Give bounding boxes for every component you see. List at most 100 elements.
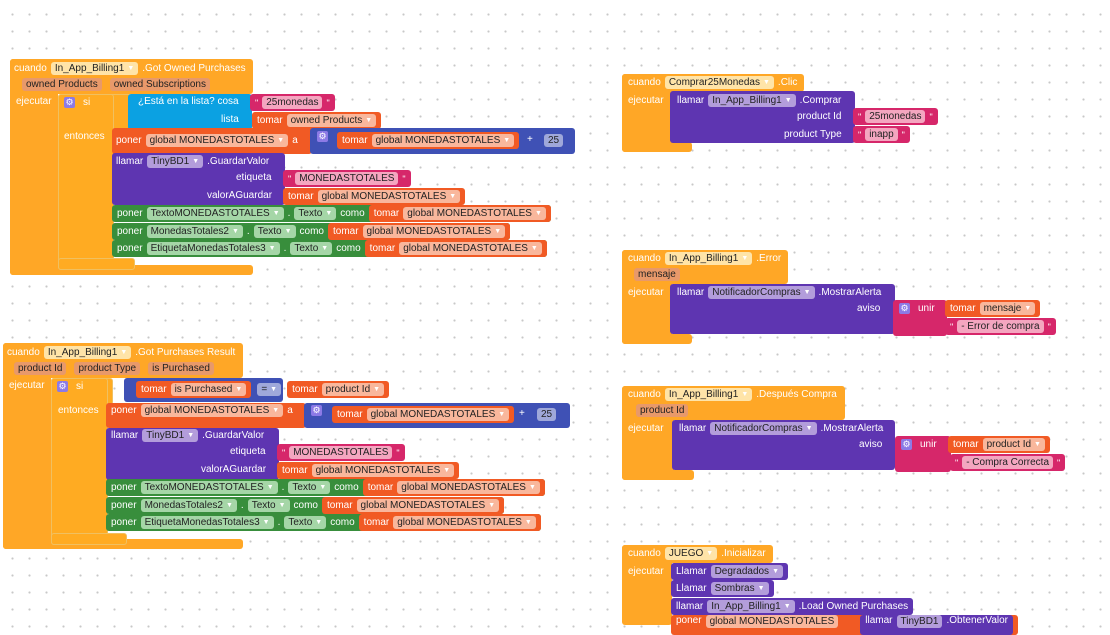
- variable-dropdown[interactable]: mensaje▼: [979, 302, 1036, 315]
- text-block[interactable]: "inapp": [853, 126, 910, 143]
- component-dropdown[interactable]: EtiquetaMonedasTotales3▼: [140, 516, 274, 529]
- param-mensaje[interactable]: mensaje: [634, 268, 680, 281]
- variable-dropdown[interactable]: owned Products▼: [286, 114, 377, 127]
- param-is-purchased[interactable]: is Purchased: [148, 362, 214, 375]
- gear-icon[interactable]: ⚙: [57, 381, 68, 392]
- text-block[interactable]: "25monedas": [250, 94, 335, 111]
- variable-dropdown[interactable]: is Purchased▼: [170, 383, 247, 396]
- component-dropdown[interactable]: NotificadorCompras▼: [710, 422, 817, 435]
- text-block[interactable]: "- Error de compra": [945, 318, 1056, 335]
- gear-icon[interactable]: ⚙: [901, 439, 912, 450]
- text-value[interactable]: inapp: [865, 128, 898, 141]
- param-product-id[interactable]: product Id: [636, 404, 689, 417]
- text-block[interactable]: "MONEDASTOTALES": [277, 444, 405, 461]
- param-product-type[interactable]: product Type: [74, 362, 141, 375]
- property-dropdown[interactable]: Texto▼: [288, 481, 331, 494]
- component-dropdown[interactable]: MonedasTotales2▼: [146, 224, 243, 238]
- component-dropdown[interactable]: NotificadorCompras▼: [708, 286, 815, 299]
- component-dropdown[interactable]: MonedasTotales2▼: [140, 498, 237, 512]
- component-dropdown[interactable]: EtiquetaMonedasTotales3▼: [146, 242, 280, 255]
- variable-dropdown[interactable]: global MONEDASTOTALES▼: [399, 242, 542, 255]
- component-dropdown[interactable]: In_App_Billing1▼: [50, 62, 139, 75]
- text-block[interactable]: "25monedas": [853, 108, 938, 125]
- gear-icon[interactable]: ⚙: [64, 97, 75, 108]
- param-product-id[interactable]: product Id: [14, 362, 67, 375]
- property-dropdown[interactable]: Texto▼: [253, 224, 296, 238]
- component-dropdown[interactable]: In_App_Billing1▼: [708, 94, 796, 107]
- property-dropdown[interactable]: Texto▼: [247, 498, 290, 512]
- param-owned-subscriptions[interactable]: owned Subscriptions: [109, 78, 210, 91]
- variable-dropdown[interactable]: global MONEDASTOTALES▼: [311, 464, 455, 477]
- component-dropdown[interactable]: JUEGO▼: [664, 547, 718, 560]
- text-value[interactable]: 25monedas: [262, 96, 323, 109]
- variable-dropdown[interactable]: global MONEDASTOTALES▼: [145, 134, 289, 147]
- component-dropdown[interactable]: Comprar25Monedas▼: [664, 76, 774, 89]
- component-dropdown[interactable]: TinyBD1▼: [147, 155, 204, 168]
- param-owned-products[interactable]: owned Products: [22, 78, 102, 91]
- text-value[interactable]: MONEDASTOTALES: [289, 446, 393, 459]
- component-dropdown[interactable]: In_App_Billing1▼: [664, 388, 753, 401]
- procedure-dropdown[interactable]: Sombras▼: [710, 582, 769, 595]
- variable-dropdown[interactable]: global MONEDASTOTALES▼: [362, 224, 506, 238]
- number-block[interactable]: 25: [537, 408, 557, 421]
- variable-dropdown[interactable]: global MONEDASTOTALES▼: [371, 134, 515, 147]
- procedure-dropdown[interactable]: Degradados▼: [710, 565, 783, 578]
- component-dropdown[interactable]: TinyBD1▼: [142, 429, 199, 442]
- variable-dropdown[interactable]: global MONEDASTOTALES▼: [403, 207, 546, 220]
- property-dropdown[interactable]: Texto▼: [290, 242, 333, 255]
- is-in-list-block[interactable]: [128, 94, 252, 130]
- text-block[interactable]: "- Compra Correcta": [950, 454, 1066, 471]
- gear-icon[interactable]: ⚙: [317, 131, 328, 142]
- text-value[interactable]: - Compra Correcta: [962, 456, 1054, 469]
- component-dropdown[interactable]: In_App_Billing1▼: [664, 252, 753, 265]
- gear-icon[interactable]: ⚙: [311, 405, 322, 416]
- component-dropdown[interactable]: In_App_Billing1▼: [707, 600, 795, 613]
- gear-icon[interactable]: ⚙: [899, 303, 910, 314]
- variable-dropdown[interactable]: product Id▼: [321, 383, 385, 396]
- variable-dropdown[interactable]: global MONEDASTOTALES▼: [366, 408, 510, 421]
- property-dropdown[interactable]: Texto▼: [284, 516, 327, 529]
- variable-dropdown[interactable]: product Id▼: [982, 438, 1045, 451]
- text-value[interactable]: 25monedas: [865, 110, 926, 123]
- component-dropdown[interactable]: TextoMONEDASTOTALES▼: [146, 207, 284, 220]
- variable-dropdown[interactable]: global MONEDASTOTALES▼: [317, 190, 461, 203]
- variable-dropdown[interactable]: global MONEDASTOTALES▼: [140, 404, 284, 417]
- operator-dropdown[interactable]: =▼: [257, 383, 282, 396]
- component-dropdown[interactable]: TextoMONEDASTOTALES▼: [140, 481, 278, 494]
- variable-dropdown[interactable]: global MONEDASTOTALES▼: [393, 516, 536, 529]
- variable-dropdown[interactable]: global MONEDASTOTALES▼: [356, 498, 500, 512]
- property-dropdown[interactable]: Texto▼: [294, 207, 337, 220]
- text-block[interactable]: "MONEDASTOTALES": [283, 170, 411, 187]
- number-block[interactable]: 25: [544, 134, 564, 147]
- component-dropdown[interactable]: In_App_Billing1▼: [43, 346, 132, 359]
- text-value[interactable]: MONEDASTOTALES: [295, 172, 399, 185]
- text-value[interactable]: - Error de compra: [957, 320, 1044, 333]
- variable-dropdown[interactable]: global MONEDASTOTALES▼: [397, 481, 540, 494]
